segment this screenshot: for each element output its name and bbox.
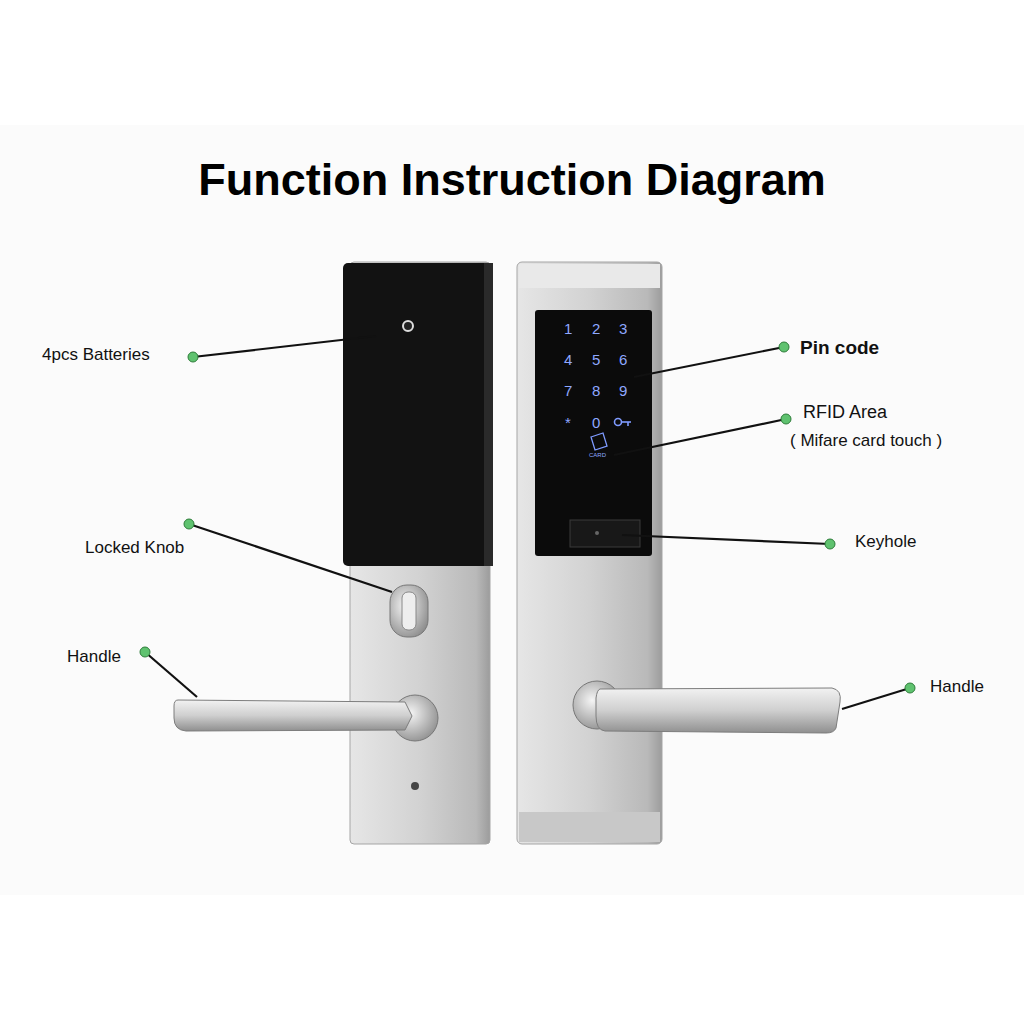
leader-dots xyxy=(140,342,915,693)
keypad-key: * xyxy=(565,414,571,431)
keypad-key: 4 xyxy=(564,351,572,368)
inside-lock-plate xyxy=(174,262,493,844)
diagram-title: Function Instruction Diagram xyxy=(0,154,1024,206)
keypad-key: 5 xyxy=(592,351,600,368)
keypad-key: 2 xyxy=(592,320,600,337)
keypad-key: 8 xyxy=(592,382,600,399)
part-label: Locked Knob xyxy=(85,538,184,558)
background-panel xyxy=(0,125,1024,895)
part-note: ( Mifare card touch ) xyxy=(790,431,942,451)
part-label: 4pcs Batteries xyxy=(42,345,150,365)
part-label: Handle xyxy=(67,647,121,667)
part-label: Keyhole xyxy=(855,532,916,552)
leader-lines xyxy=(145,336,910,709)
keypad-key: 3 xyxy=(619,320,627,337)
keypad-key: 1 xyxy=(564,320,572,337)
keypad-key: 0 xyxy=(592,414,600,431)
part-label: Handle xyxy=(930,677,984,697)
outside-lock-plate xyxy=(517,262,840,844)
card-icon-text: CARD xyxy=(589,452,606,458)
keypad-key: 6 xyxy=(619,351,627,368)
part-label: Pin code xyxy=(800,337,879,359)
keypad-key: 7 xyxy=(564,382,572,399)
part-label: RFID Area xyxy=(803,402,887,423)
keypad-key: 9 xyxy=(619,382,627,399)
